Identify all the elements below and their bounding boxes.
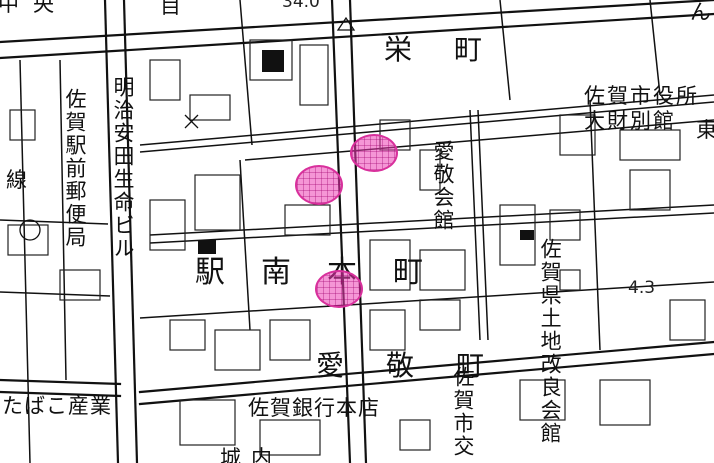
district-ekiminami: 駅南本町 [195, 258, 459, 288]
label-city-office-line1: 佐賀市役所 [584, 84, 699, 108]
label-city-bus: 佐賀市交 [451, 366, 475, 458]
label-land-office: 佐賀県土地改良会館 [538, 238, 563, 445]
label-meiji-bldg: 明治安田生命ビル [111, 76, 135, 260]
spot-height: 4.3 [628, 278, 656, 298]
fragment-bottom: 城内 [220, 446, 282, 463]
marker-site-3[interactable] [315, 270, 363, 308]
district-aikei: 愛敬町 [316, 349, 527, 382]
fragment-top-num: 34.0 [282, 0, 320, 12]
fragment-right-edge: 東 [696, 118, 714, 142]
label-city-office-line2: 大財別館 [584, 109, 676, 134]
fragment-left-edge: 線 [6, 168, 27, 192]
label-aikei-hall: 愛敬会館 [431, 140, 455, 232]
label-tobacco: たばこ産業 [2, 394, 112, 418]
fragment-top-right: ん [690, 0, 711, 24]
fragment-top-left: 中央 [0, 0, 68, 16]
marker-site-2[interactable] [295, 165, 343, 205]
label-bank: 佐賀銀行本店 [248, 396, 380, 420]
fragment-top-mid: 目 [160, 0, 181, 18]
district-sakae: 栄町 [384, 33, 525, 66]
label-post-office: 佐賀駅前郵便局 [63, 88, 87, 249]
marker-site-1[interactable] [350, 134, 398, 172]
label-city-office: 佐賀市役所 大財別館 [584, 84, 704, 134]
